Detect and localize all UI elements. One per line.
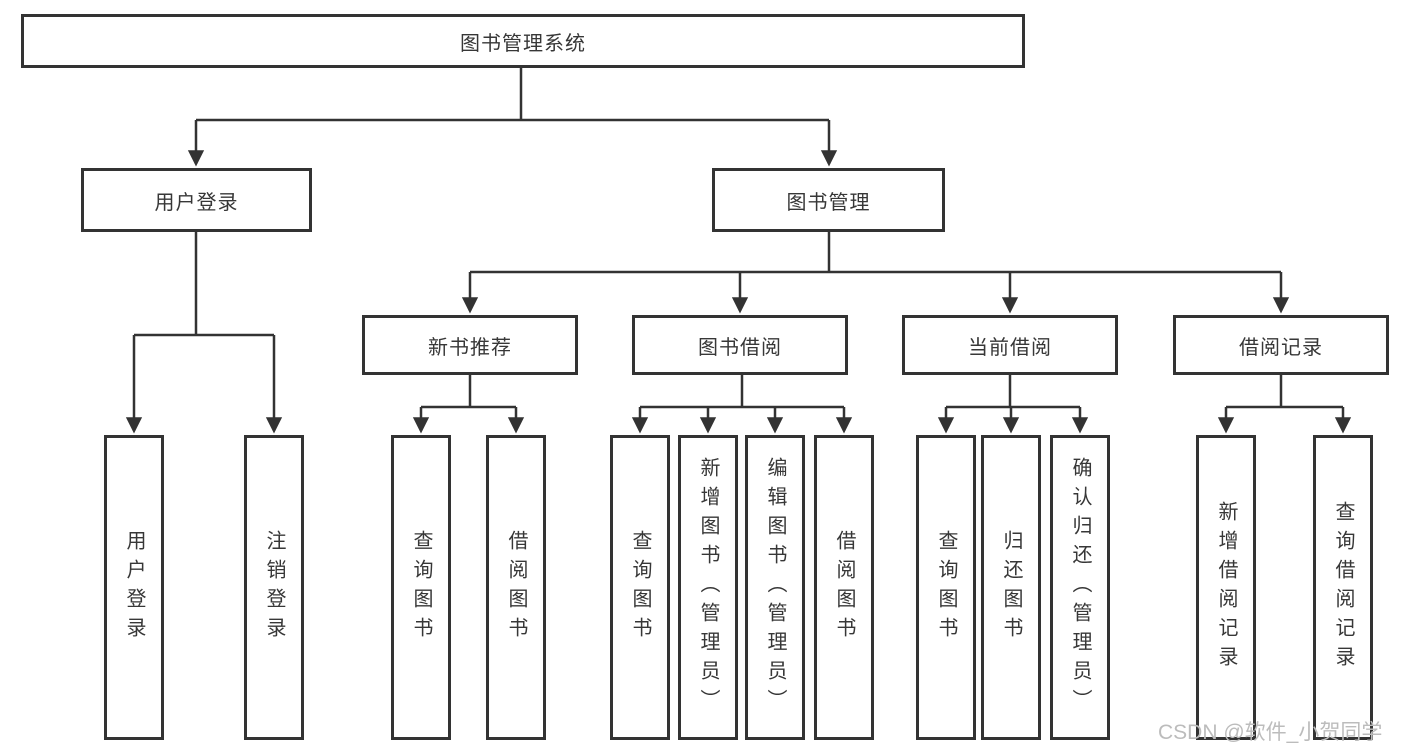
leaf-query-books-3-label: 查询图书 (935, 529, 957, 646)
leaf-user-login-label: 用户登录 (123, 529, 145, 646)
leaf-add-borrow-record-label: 新增借阅记录 (1215, 500, 1237, 675)
leaf-edit-books-admin-label: 编辑图书（管理员） (764, 457, 786, 718)
leaf-query-books-3: 查询图书 (916, 435, 976, 740)
leaf-borrow-books-2: 借阅图书 (814, 435, 874, 740)
leaf-query-borrow-record: 查询借阅记录 (1313, 435, 1373, 740)
leaf-add-borrow-record: 新增借阅记录 (1196, 435, 1256, 740)
node-book-borrowing: 图书借阅 (632, 315, 848, 375)
leaf-borrow-books-1: 借阅图书 (486, 435, 546, 740)
leaf-query-books-1-label: 查询图书 (410, 529, 432, 646)
connector-rails (134, 68, 1343, 409)
node-user-login-label: 用户登录 (154, 191, 239, 214)
leaf-query-books-2: 查询图书 (610, 435, 670, 740)
node-borrowing-records: 借阅记录 (1173, 315, 1389, 375)
leaf-return-books: 归还图书 (981, 435, 1041, 740)
leaf-confirm-return-admin-label: 确认归还（管理员） (1069, 457, 1091, 718)
leaf-logout-label: 注销登录 (263, 529, 285, 646)
node-root-label: 图书管理系统 (460, 32, 586, 55)
node-root: 图书管理系统 (21, 14, 1025, 68)
node-new-book-recommend-label: 新书推荐 (428, 336, 512, 359)
node-borrowing-records-label: 借阅记录 (1239, 336, 1323, 359)
leaf-logout: 注销登录 (244, 435, 304, 740)
node-current-borrowing: 当前借阅 (902, 315, 1118, 375)
leaf-return-books-label: 归还图书 (1000, 529, 1022, 646)
leaf-borrow-books-2-label: 借阅图书 (833, 529, 855, 646)
node-book-borrowing-label: 图书借阅 (698, 336, 782, 359)
watermark: CSDN @软件_小贺同学 (1158, 721, 1383, 744)
leaf-add-books-admin: 新增图书（管理员） (678, 435, 738, 740)
leaf-query-borrow-record-label: 查询借阅记录 (1332, 500, 1354, 675)
leaf-query-books-1: 查询图书 (391, 435, 451, 740)
leaf-edit-books-admin: 编辑图书（管理员） (745, 435, 805, 740)
leaf-borrow-books-1-label: 借阅图书 (505, 529, 527, 646)
node-book-management-label: 图书管理 (786, 191, 871, 214)
leaf-user-login: 用户登录 (104, 435, 164, 740)
node-current-borrowing-label: 当前借阅 (968, 336, 1052, 359)
node-book-management: 图书管理 (712, 168, 945, 232)
leaf-query-books-2-label: 查询图书 (629, 529, 651, 646)
leaf-confirm-return-admin: 确认归还（管理员） (1050, 435, 1110, 740)
node-user-login: 用户登录 (81, 168, 312, 232)
leaf-add-books-admin-label: 新增图书（管理员） (697, 457, 719, 718)
node-new-book-recommend: 新书推荐 (362, 315, 578, 375)
